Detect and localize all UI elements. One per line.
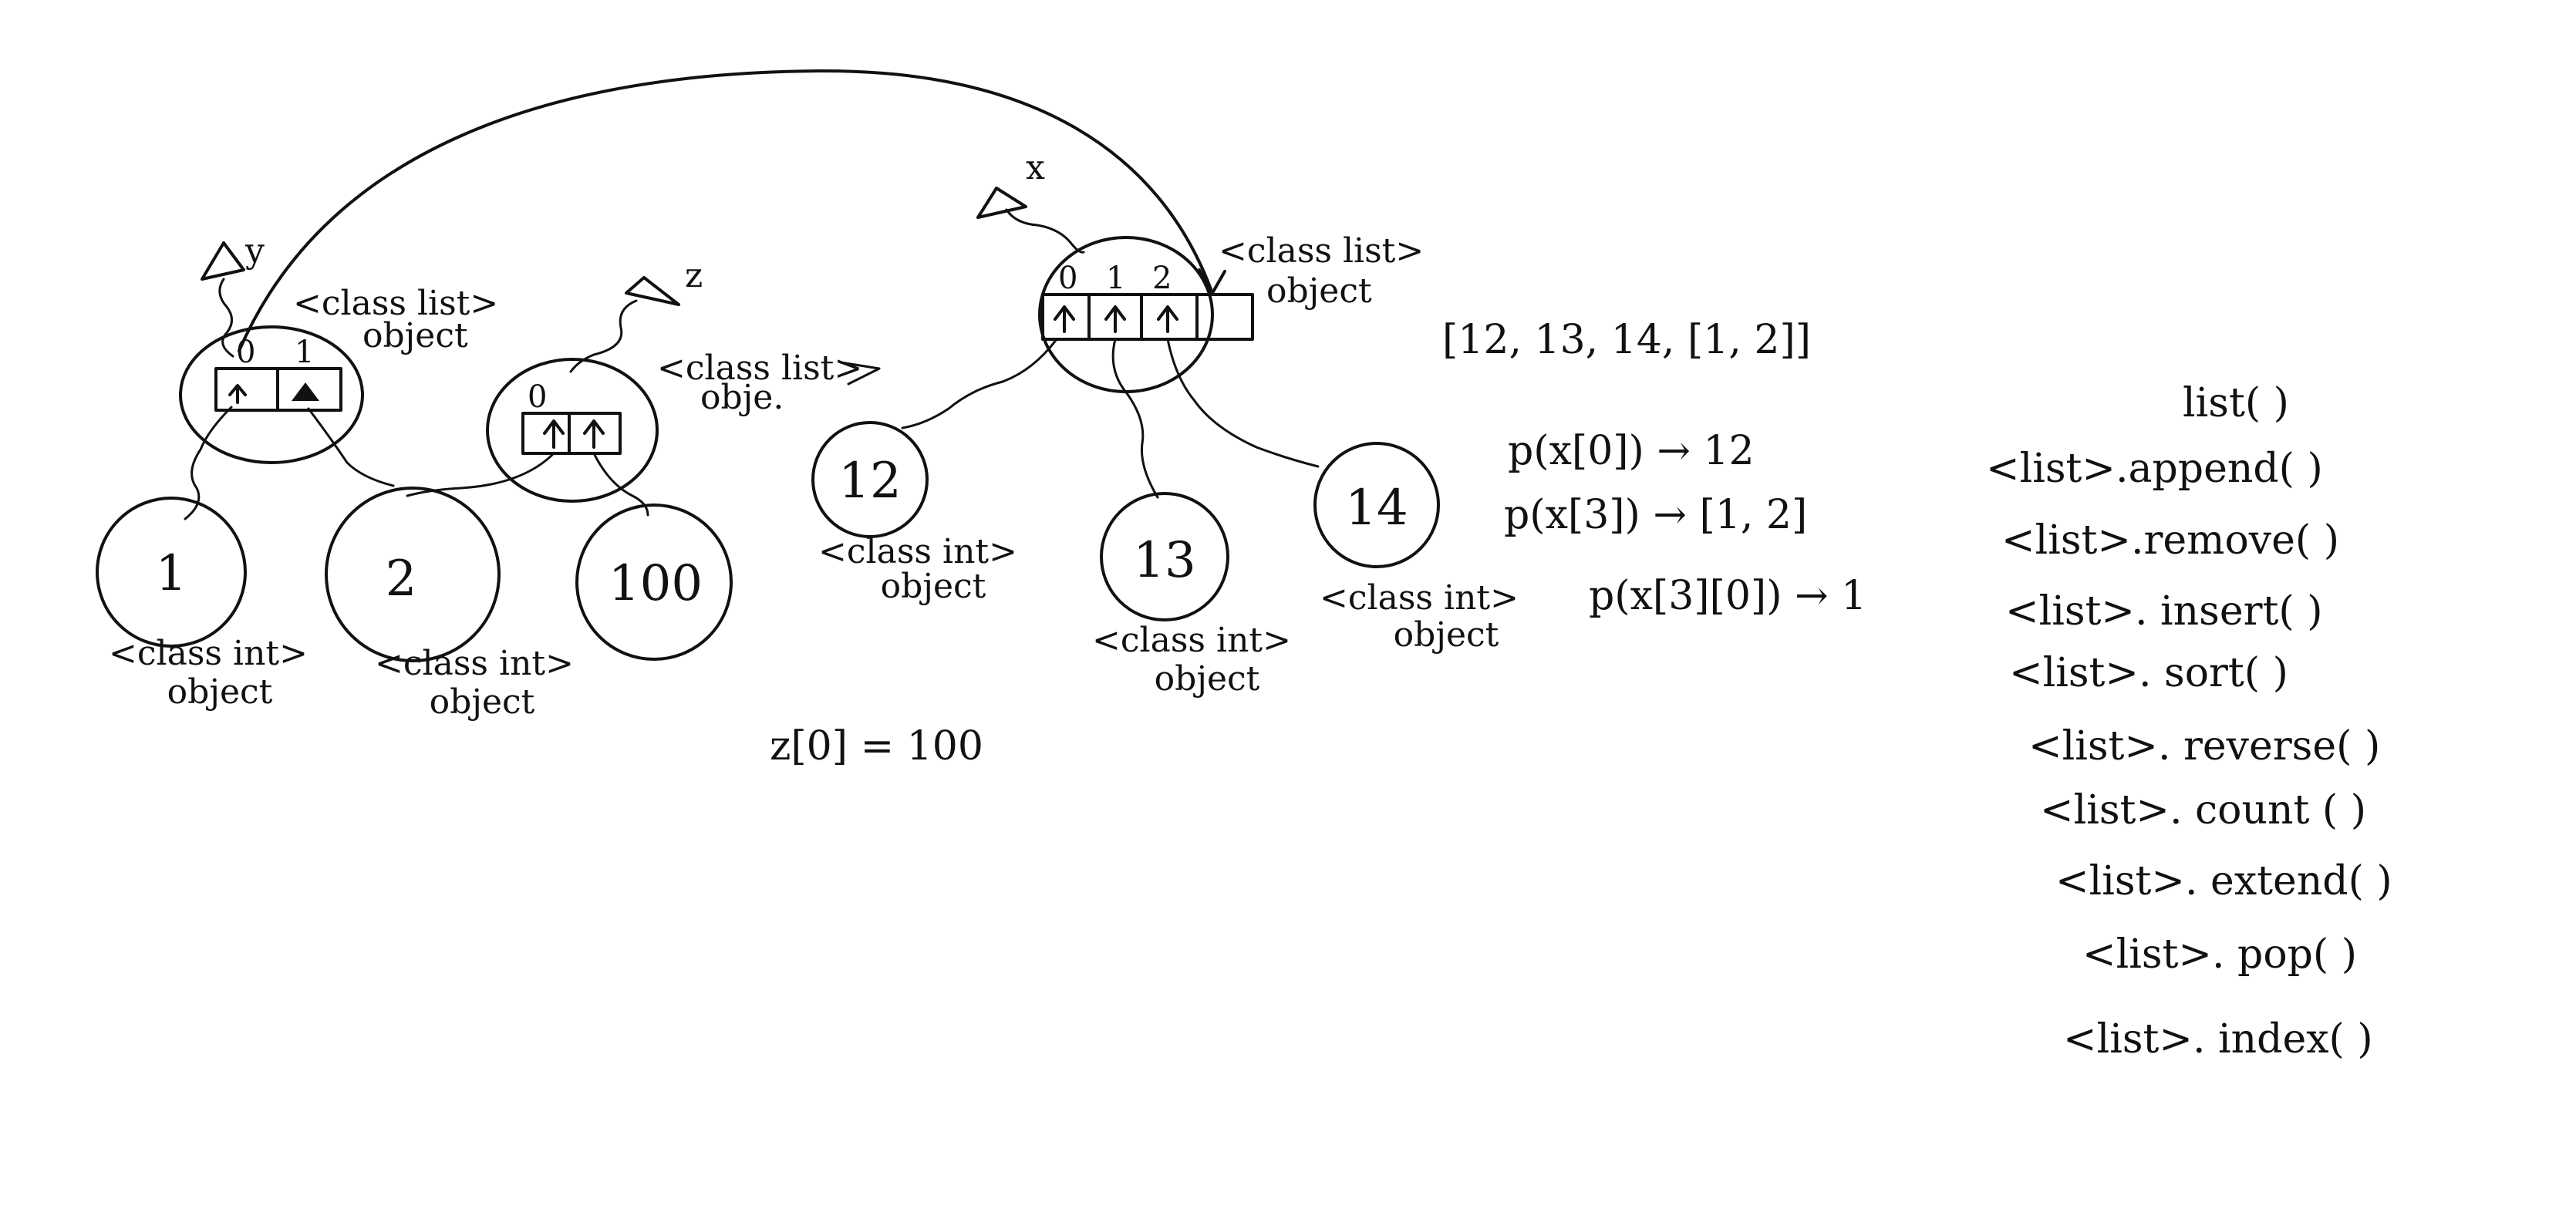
int-2-circle <box>325 487 501 662</box>
method-count: <list>. count ( ) <box>2040 787 2366 834</box>
int-2-value: 2 <box>386 551 417 608</box>
int-2-object-label: object <box>430 682 535 722</box>
x1-to-int-13 <box>1111 338 1159 499</box>
x-list-slots <box>1041 293 1254 341</box>
int-13-object-label: object <box>1155 659 1260 699</box>
z-list-index-0: 0 <box>528 379 547 415</box>
variable-y: y <box>201 231 265 358</box>
y-variable-label: y <box>244 231 265 271</box>
int-13-circle <box>1100 492 1229 621</box>
method-index: <list>. index( ) <box>2063 1016 2373 1063</box>
x-list-object-label: object <box>1266 271 1372 311</box>
x-list-object: 0 1 2 <class list> object <box>1038 231 1424 393</box>
x-list-class-label: <class list> <box>1219 231 1424 271</box>
int-1-value: 1 <box>156 545 187 602</box>
int-object-1: 1 <class int> object <box>96 497 308 712</box>
list-methods: list( ) <list>.append( ) <list>.remove( … <box>1986 380 2392 1063</box>
z-list-label-arrow <box>839 361 881 386</box>
print-x0: p(x[0]) → 12 <box>1508 428 1755 474</box>
method-insert: <list>. insert( ) <box>2005 588 2322 635</box>
z-variable-label: z <box>685 256 703 295</box>
int-object-100: 100 <box>575 503 733 661</box>
z1-to-int-100 <box>592 452 649 517</box>
z-slot0-arrow <box>543 419 565 449</box>
x-list-index-1: 1 <box>1106 261 1125 296</box>
int-object-12: 12 <class int> object <box>811 421 1017 606</box>
x-variable-label: x <box>1026 148 1045 187</box>
z-reference-squiggle <box>569 299 638 373</box>
int-14-object-label: object <box>1394 615 1499 655</box>
x-list-index-0: 0 <box>1058 261 1077 296</box>
z0-to-int-2 <box>406 452 555 497</box>
method-sort: <list>. sort( ) <box>2009 650 2288 696</box>
x-slot0-arrow <box>1054 305 1075 333</box>
print-x3: p(x[3]) → [1, 2] <box>1504 492 1807 538</box>
int-object-2: 2 <class int> object <box>325 487 574 722</box>
int-object-13: 13 <class int> object <box>1092 492 1291 699</box>
int-13-class-label: <class int> <box>1092 621 1291 660</box>
x2-to-int-14 <box>1166 338 1320 468</box>
x-variable-triangle <box>976 187 1027 219</box>
x-slot1-arrow <box>1104 305 1126 333</box>
y-list-class-label: <class list> <box>293 284 498 323</box>
list-literal: [12, 13, 14, [1, 2]] <box>1442 317 1811 363</box>
y-list-index-0: 0 <box>236 335 255 370</box>
y-list-object: 0 1 <class list> object <box>179 284 498 464</box>
int-100-circle <box>575 503 733 661</box>
int-14-circle <box>1313 442 1440 568</box>
int-1-class-label: <class int> <box>109 634 308 673</box>
z-slot1-arrow <box>583 419 605 449</box>
int-2-class-label: <class int> <box>375 644 574 683</box>
y-variable-triangle <box>201 241 245 281</box>
int-object-14: 14 <class int> object <box>1313 442 1519 655</box>
y0-to-int-1 <box>184 406 233 520</box>
int-14-value: 14 <box>1345 480 1408 537</box>
shared-reference-arc <box>238 69 1212 352</box>
method-extend: <list>. extend( ) <box>2055 858 2392 904</box>
int-12-circle <box>811 421 929 538</box>
print-x3-0: p(x[3][0]) → 1 <box>1589 573 1866 619</box>
y-slot0-arrow <box>228 384 247 404</box>
assignment-note: z[0] = 100 <box>770 723 983 770</box>
int-1-object-label: object <box>167 672 273 712</box>
int-12-object-label: object <box>881 567 986 606</box>
method-pop: <list>. pop( ) <box>2082 931 2357 978</box>
list-constructor: list( ) <box>2183 380 2289 426</box>
int-100-value: 100 <box>609 555 703 612</box>
y-list-circle <box>179 325 364 464</box>
y-list-index-1: 1 <box>295 335 314 370</box>
x-list-index-2: 2 <box>1152 261 1172 296</box>
z-list-object-label: obje. <box>700 378 784 417</box>
x-slot2-arrow <box>1157 305 1178 333</box>
variable-z: z <box>569 256 703 373</box>
int-13-value: 13 <box>1133 532 1195 589</box>
method-reverse: <list>. reverse( ) <box>2028 723 2380 770</box>
method-append: <list>.append( ) <box>1986 446 2323 492</box>
x0-to-int-12 <box>901 338 1058 429</box>
variable-x: x <box>976 148 1085 254</box>
z-variable-triangle <box>625 276 680 306</box>
z-list-slots <box>521 412 622 455</box>
method-remove: <list>.remove( ) <box>2001 517 2339 564</box>
y-reference-squiggle <box>218 278 234 358</box>
x-reference-squiggle <box>1005 208 1085 254</box>
int-12-value: 12 <box>838 453 901 510</box>
z-list-object: 0 <class list> obje. <box>486 349 881 503</box>
int-14-class-label: <class int> <box>1320 578 1519 618</box>
z-list-class-label: <class list> <box>657 349 862 388</box>
y1-to-int-2 <box>307 407 395 487</box>
z-list-circle <box>486 358 659 503</box>
y-list-object-label: object <box>362 316 468 355</box>
int-1-circle <box>96 497 247 648</box>
int-12-class-label: <class int> <box>818 532 1017 571</box>
y-slot1-arrow <box>292 382 319 401</box>
